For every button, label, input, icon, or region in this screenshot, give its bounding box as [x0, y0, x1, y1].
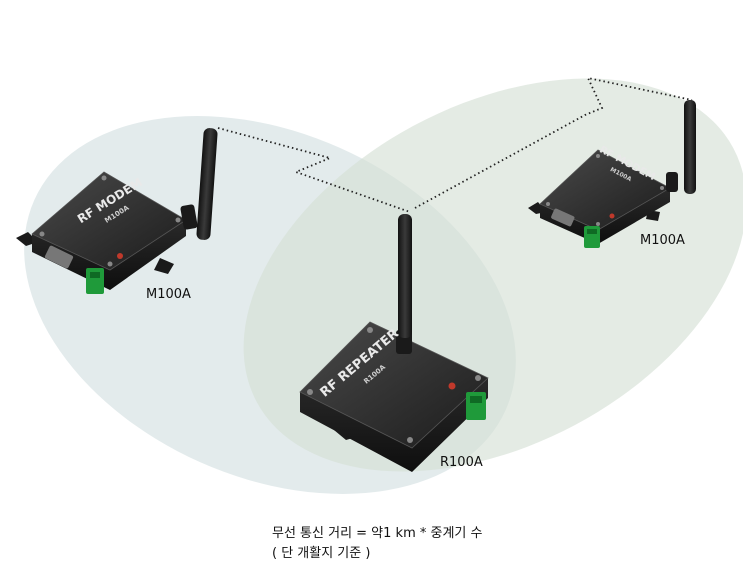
caption-range-formula: 무선 통신 거리 = 약1 km * 중계기 수	[272, 526, 483, 541]
power-led	[117, 253, 123, 259]
terminal-connector	[86, 268, 104, 294]
antenna	[684, 100, 696, 194]
device-label-center: R100A	[440, 455, 483, 470]
device-label-right: M100A	[640, 233, 685, 248]
power-led	[609, 213, 615, 219]
radio-link-right	[414, 76, 693, 209]
device-label-left: M100A	[146, 287, 191, 302]
device-center-top-face	[299, 321, 489, 449]
caption-condition: ( 단 개활지 기준 )	[272, 546, 371, 561]
antenna	[398, 214, 412, 338]
antenna	[196, 128, 218, 240]
power-led	[448, 382, 456, 390]
